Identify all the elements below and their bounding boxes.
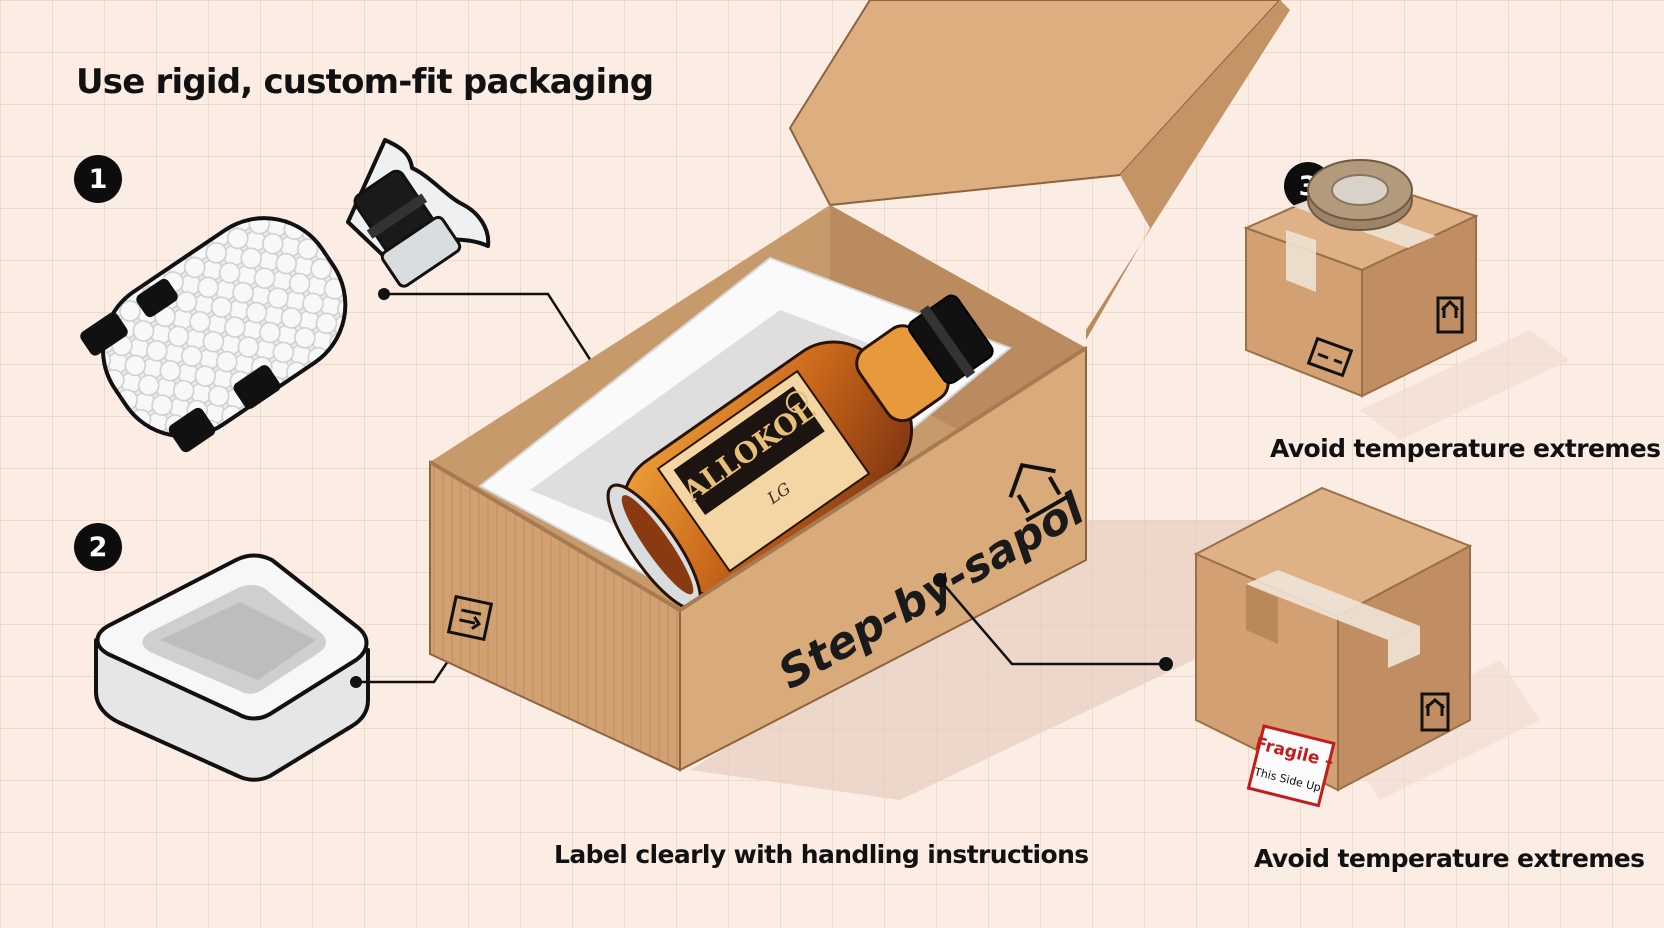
foam-insert-icon bbox=[94, 553, 370, 782]
leader-dot-1 bbox=[378, 288, 390, 300]
step-2-badge: 2 bbox=[74, 523, 122, 571]
taped-box-icon bbox=[1243, 159, 1570, 440]
handling-symbol-icon bbox=[446, 594, 494, 642]
this-way-up-small-icon bbox=[1436, 296, 1464, 334]
this-way-up-small-icon-2 bbox=[1420, 692, 1450, 732]
bubble-wrapped-bottle-icon bbox=[80, 138, 491, 453]
caption-box-top-right: Avoid temperature extremes bbox=[1270, 434, 1661, 463]
leader-dot-3b bbox=[1159, 657, 1173, 671]
leader-line-3 bbox=[939, 579, 1166, 666]
open-shipping-box-icon: ALLOKOL LG Step-by-sapol bbox=[428, 0, 1320, 800]
box-symbol-icon bbox=[1306, 336, 1354, 378]
caption-box-bottom-right: Avoid temperature extremes bbox=[1254, 844, 1645, 873]
leader-dot-3 bbox=[933, 573, 947, 587]
fragile-label-icon: Fragile – This Side Up bbox=[1246, 724, 1336, 808]
leader-dot-2 bbox=[350, 676, 362, 688]
fragile-box-icon: Fragile – This Side Up bbox=[1193, 486, 1540, 808]
page-heading: Use rigid, custom-fit packaging bbox=[76, 62, 654, 102]
this-way-up-icon bbox=[1008, 462, 1069, 523]
caption-center-bottom: Label clearly with handling instructions bbox=[554, 840, 1089, 869]
step-1-badge: 1 bbox=[74, 155, 122, 203]
